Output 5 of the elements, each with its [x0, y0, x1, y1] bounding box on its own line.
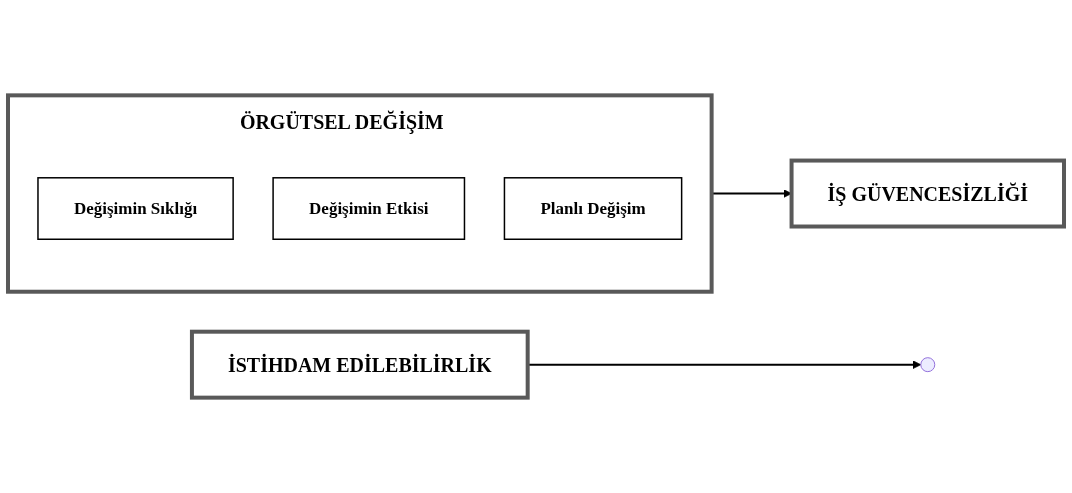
- node-box: İŞ GÜVENCESİZLİĞİ: [789, 158, 1066, 229]
- node-box: Planlı Değişim: [503, 177, 683, 240]
- node-box: Değişimin Etkisi: [272, 177, 466, 240]
- node-box: İSTİHDAM EDİLEBİLİRLİK: [189, 329, 530, 400]
- node-box: Değişimin Sıklığı: [37, 177, 234, 240]
